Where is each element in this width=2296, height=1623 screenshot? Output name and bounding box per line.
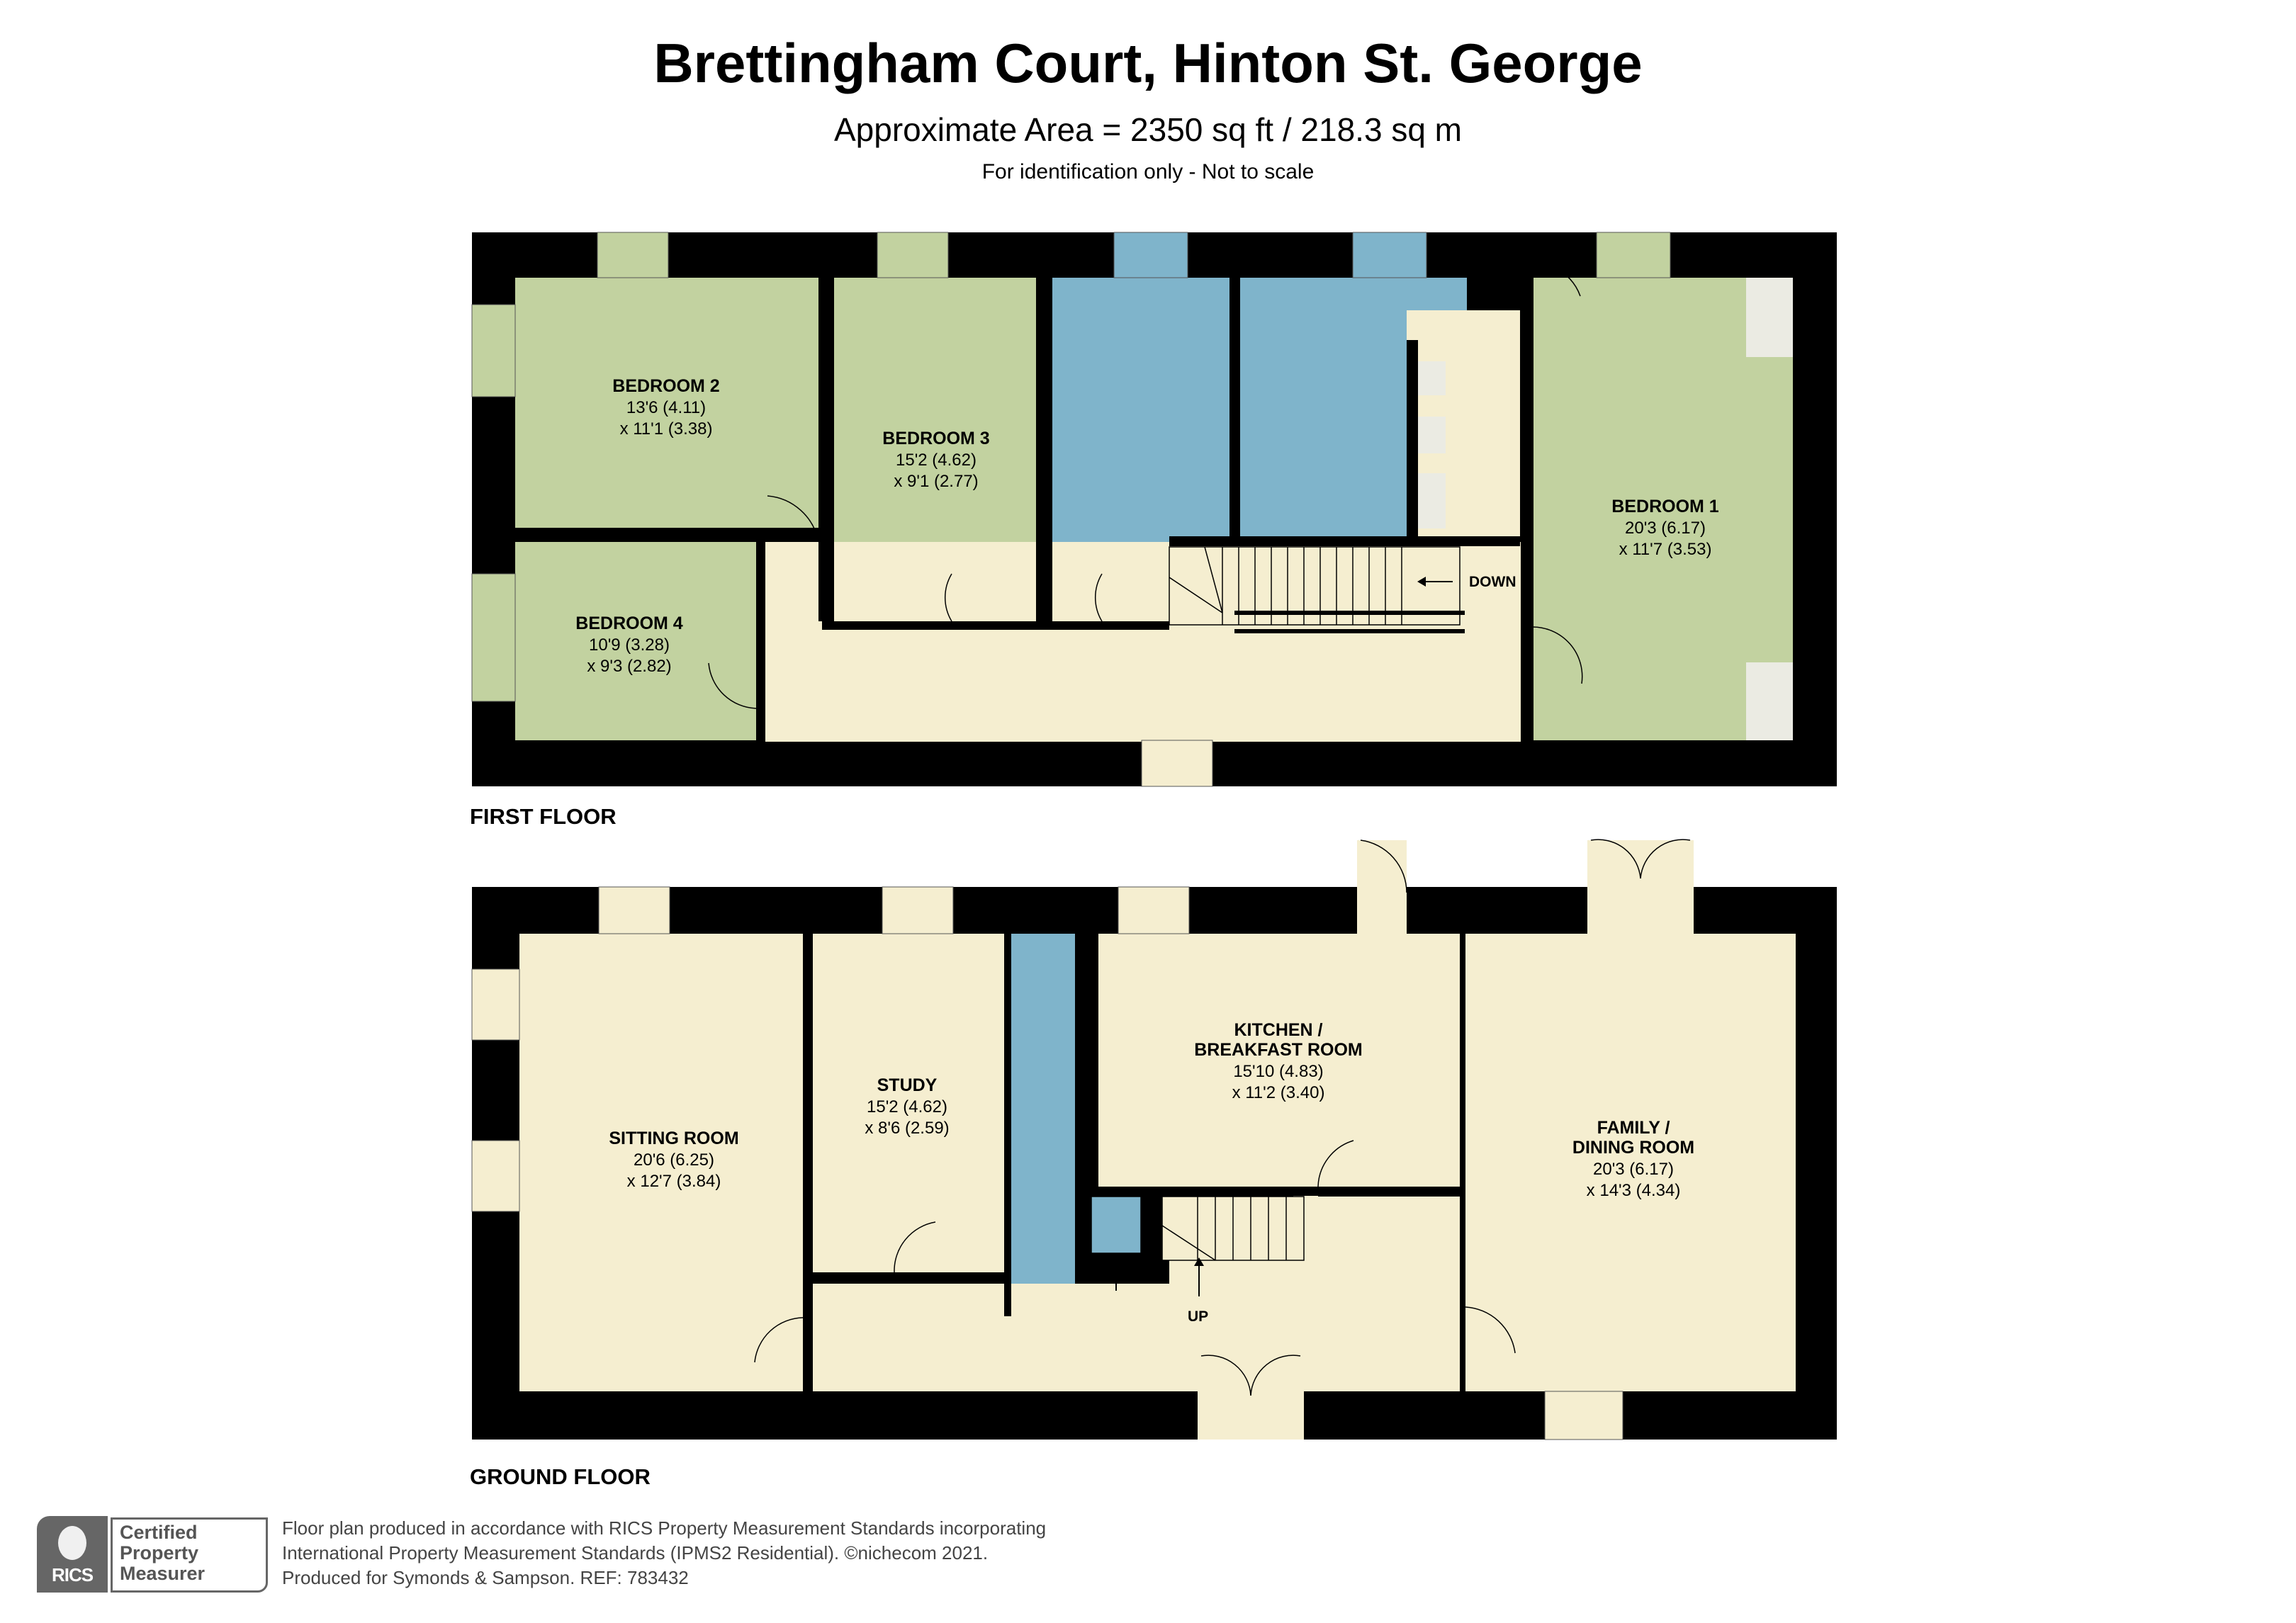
kitchen-label: KITCHEN / (1234, 1020, 1323, 1040)
family-dining-label: FAMILY / (1597, 1118, 1670, 1138)
page-title: Brettingham Court, Hinton St. George (653, 32, 1643, 94)
kitchen (1098, 934, 1460, 1187)
scale-note: For identification only - Not to scale (981, 160, 1315, 183)
svg-text:x 9'3 (2.82): x 9'3 (2.82) (587, 657, 671, 676)
svg-text:BREAKFAST ROOM: BREAKFAST ROOM (1194, 1040, 1363, 1060)
footer-text: Floor plan produced in accordance with R… (282, 1517, 1047, 1588)
bedroom-4 (515, 542, 756, 740)
svg-text:20'6 (6.25): 20'6 (6.25) (634, 1150, 714, 1170)
svg-text:x 14'3 (4.34): x 14'3 (4.34) (1587, 1181, 1681, 1200)
rics-lion-icon (58, 1526, 86, 1560)
bedroom-2-label: BEDROOM 2 (612, 376, 719, 396)
study (813, 934, 1008, 1272)
stairs-up-label: UP (1188, 1308, 1208, 1325)
footer: RICS Certified Property Measurer Floor p… (37, 1516, 1242, 1615)
bedroom-2 (515, 278, 818, 528)
svg-text:15'2 (4.62): 15'2 (4.62) (867, 1097, 947, 1116)
area-subtitle: Approximate Area = 2350 sq ft / 218.3 sq… (833, 111, 1463, 148)
stairs-down-label: DOWN (1469, 574, 1516, 590)
svg-text:x 11'1 (3.38): x 11'1 (3.38) (620, 419, 713, 439)
sitting-room-label: SITTING ROOM (609, 1129, 738, 1148)
svg-text:20'3 (6.17): 20'3 (6.17) (1625, 519, 1706, 538)
hall (813, 1284, 1460, 1391)
svg-text:15'10 (4.83): 15'10 (4.83) (1233, 1062, 1323, 1081)
svg-text:x 12'7 (3.84): x 12'7 (3.84) (627, 1172, 721, 1191)
bedroom-1-label: BEDROOM 1 (1611, 497, 1719, 516)
svg-text:x 11'7 (3.53): x 11'7 (3.53) (1619, 540, 1712, 559)
sitting-room (519, 934, 803, 1391)
ground-floor-plan: UP SITTING ROOM 20'6 (6.25) x 12'7 (3.84… (471, 839, 1837, 1440)
family-dining-room (1465, 934, 1796, 1391)
svg-text:15'2 (4.62): 15'2 (4.62) (896, 451, 977, 470)
rics-badge: RICS Certified Property Measurer (37, 1516, 268, 1593)
shower-room (1011, 934, 1075, 1316)
svg-text:13'6 (4.11): 13'6 (4.11) (626, 398, 706, 417)
svg-text:10'9 (3.28): 10'9 (3.28) (589, 635, 670, 655)
svg-text:x 9'1 (2.77): x 9'1 (2.77) (894, 472, 978, 491)
svg-text:x 11'2 (3.40): x 11'2 (3.40) (1232, 1083, 1325, 1102)
svg-text:20'3 (6.17): 20'3 (6.17) (1593, 1160, 1674, 1179)
svg-text:DINING ROOM: DINING ROOM (1572, 1138, 1694, 1158)
first-floor-plan: DOWN BEDROOM 2 13'6 (4.11) x 11'1 (3.38)… (471, 232, 1837, 787)
study-label: STUDY (877, 1075, 938, 1095)
bedroom-3-label: BEDROOM 3 (882, 429, 989, 448)
first-floor-label: FIRST FLOOR (470, 804, 617, 829)
ground-floor-label: GROUND FLOOR (470, 1464, 651, 1489)
bedroom-4-label: BEDROOM 4 (575, 613, 683, 633)
svg-text:x 8'6 (2.59): x 8'6 (2.59) (865, 1119, 949, 1138)
